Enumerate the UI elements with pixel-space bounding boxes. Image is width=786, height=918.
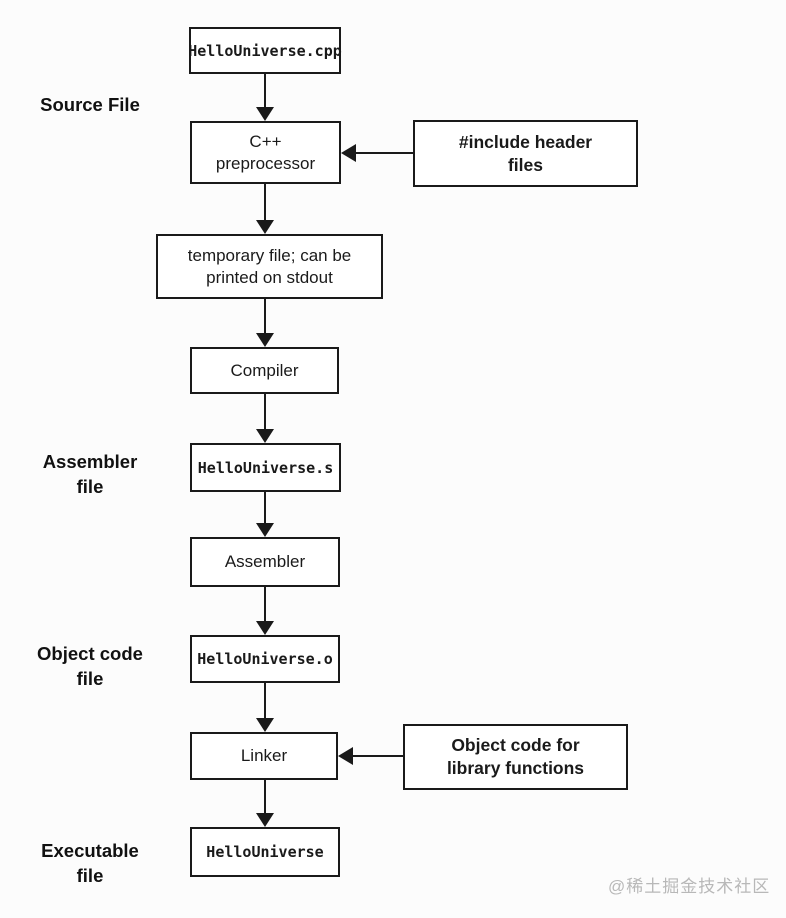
edge-tempfile-to-compiler: [264, 299, 266, 334]
edge-preprocessor-to-tempfile: [264, 184, 266, 221]
node-compiler: Compiler: [190, 347, 339, 394]
node-executable: HelloUniverse: [190, 827, 340, 877]
side-label-source-file: Source File: [40, 94, 140, 115]
arrow-left-icon: [341, 144, 356, 162]
watermark-text: @稀土掘金技术社区: [608, 877, 771, 896]
side-label-object-code-file: Object code file: [37, 643, 143, 689]
node-source-file: HelloUniverse.cpp: [188, 27, 342, 74]
node-assembler: Assembler: [190, 537, 340, 587]
edge-source-to-preprocessor: [264, 74, 266, 108]
arrow-left-icon: [338, 747, 353, 765]
edge-assembler-to-objfile: [264, 587, 266, 622]
arrow-down-icon: [256, 429, 274, 443]
arrow-down-icon: [256, 621, 274, 635]
arrow-down-icon: [256, 220, 274, 234]
edge-linker-to-executable: [264, 780, 266, 814]
arrow-down-icon: [256, 107, 274, 121]
annotation-object-library: Object code for library functions: [403, 724, 628, 790]
node-temporary-file: temporary file; can be printed on stdout: [156, 234, 383, 299]
edge-objfile-to-linker: [264, 683, 266, 719]
edge-compiler-to-asmfile: [264, 394, 266, 430]
node-assembler-file: HelloUniverse.s: [190, 443, 341, 492]
edge-asmfile-to-assembler: [264, 492, 266, 524]
side-label-assembler-file: Assembler file: [42, 451, 138, 497]
arrow-down-icon: [256, 718, 274, 732]
edge-include-to-preprocessor: [355, 152, 413, 154]
edge-library-to-linker: [351, 755, 403, 757]
side-label-executable-file: Executable file: [41, 840, 139, 886]
arrow-down-icon: [256, 523, 274, 537]
node-object-file: HelloUniverse.o: [190, 635, 340, 683]
annotation-include-headers: #include header files: [413, 120, 638, 187]
arrow-down-icon: [256, 333, 274, 347]
node-preprocessor: C++ preprocessor: [190, 121, 341, 184]
node-linker: Linker: [190, 732, 338, 780]
arrow-down-icon: [256, 813, 274, 827]
